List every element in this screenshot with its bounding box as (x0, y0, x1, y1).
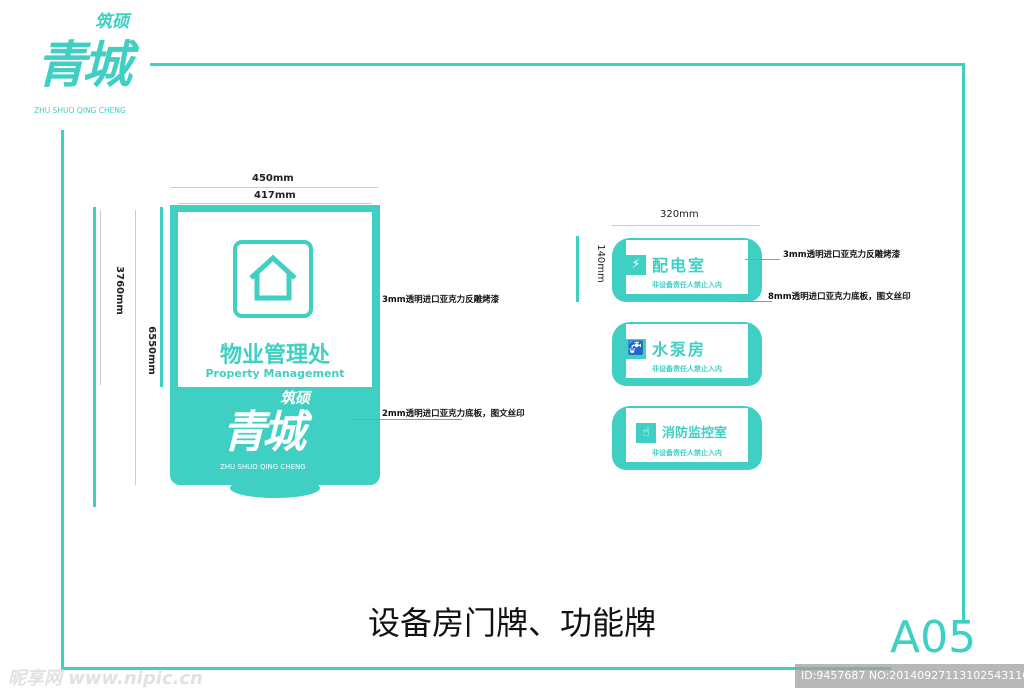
dim-line (612, 225, 760, 226)
frame-top (150, 63, 965, 66)
dim-line (178, 203, 372, 204)
watermark-site: 昵享网 www.nipic.cn (8, 668, 203, 689)
main-sign-panel: 物业管理处 Property Management (178, 212, 372, 387)
lightning-icon: ⚡ (626, 255, 646, 275)
frame-bottom (61, 667, 891, 670)
dim-line (135, 210, 136, 485)
dim-line (100, 210, 101, 385)
dim-bar (160, 207, 163, 387)
fire-alarm-icon: ☝ (636, 423, 656, 443)
house-icon (233, 240, 313, 318)
sign-pump-room: 🚰 水泵房 非设备责任人禁止入内 (612, 322, 762, 386)
dim-line (170, 187, 378, 188)
dim-bar (93, 207, 96, 507)
sign-fire-control-room: ☝ 消防监控室 非设备责任人禁止入内 (612, 406, 762, 470)
sign-power-room: ⚡ 配电室 非设备责任人禁止入内 (612, 238, 762, 302)
page-code: A05 (890, 612, 977, 663)
leader-line (732, 301, 772, 302)
leader-line (745, 259, 780, 260)
watermark-id: ID:9457687 NO:20140927113102543116 (795, 664, 1024, 688)
frame-right (962, 63, 965, 623)
faucet-icon: 🚰 (626, 339, 646, 359)
page-title: 设备房门牌、功能牌 (367, 604, 656, 642)
dim-bar (576, 236, 579, 302)
main-sign: 物业管理处 Property Management 筑硕 青城 ZHU SHUO… (170, 205, 380, 485)
frame-left (61, 130, 64, 670)
leader-line (352, 419, 462, 420)
